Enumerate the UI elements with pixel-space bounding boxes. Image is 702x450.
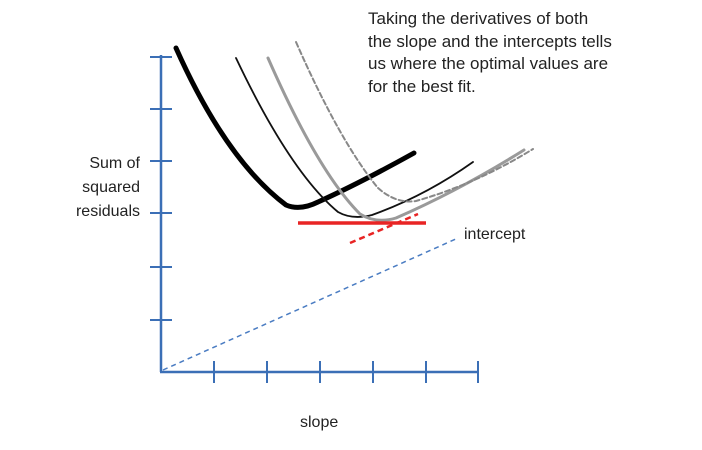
curve-thin xyxy=(235,57,474,218)
intercept-axis xyxy=(162,237,459,371)
intercept-axis-label: intercept xyxy=(464,226,526,243)
caption-text: Taking the derivatives of both the slope… xyxy=(368,9,612,96)
y-axis-label: Sum of squared residuals xyxy=(75,155,140,220)
tangent-line-intercept xyxy=(349,212,419,245)
curve-thick xyxy=(173,45,417,210)
curve-dashed xyxy=(295,41,534,203)
curve-gray xyxy=(266,56,526,222)
x-axis-label: slope xyxy=(300,414,339,431)
